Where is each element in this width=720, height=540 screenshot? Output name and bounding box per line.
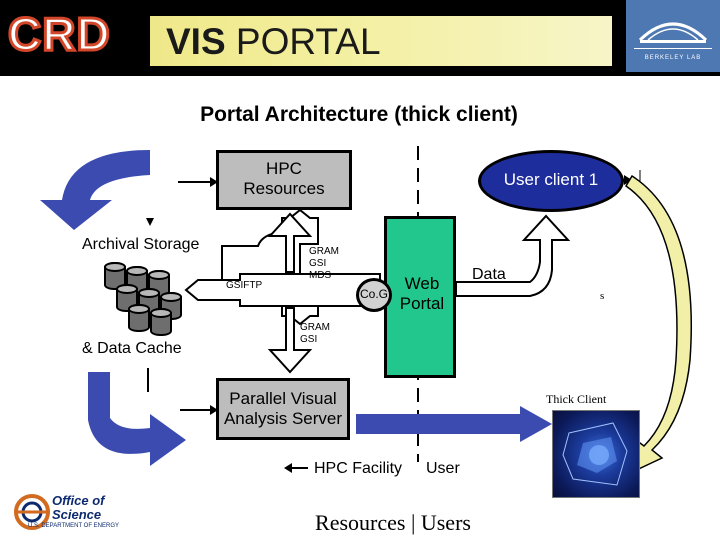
- vis-portal-banner: [150, 16, 612, 66]
- gsiftp-arrow: [184, 273, 381, 307]
- berkeley-lab-logo-icon: [626, 0, 720, 72]
- mds-top: MDS: [309, 270, 332, 281]
- gsi-bottom: GSI: [300, 334, 318, 345]
- vis-suffix: PORTAL: [235, 21, 381, 62]
- crd-logo: CRD: [7, 7, 112, 62]
- curved-blue-arrow-icon: [40, 150, 150, 230]
- hpc-label-line2: Resources: [243, 179, 325, 198]
- thick-client-label: Thick Client: [546, 392, 607, 406]
- cog-oval: [356, 278, 392, 312]
- gram-bottom: GRAM: [300, 322, 330, 333]
- gsi-top: GSI: [309, 258, 327, 269]
- berkeley-lab-text: BERKELEY LAB: [644, 55, 702, 61]
- web-portal-line2: Portal: [399, 294, 445, 313]
- doe-subtitle: U.S. DEPARTMENT OF ENERGY: [28, 523, 120, 529]
- gram-up-arrow: [267, 212, 313, 273]
- gram-top: GRAM: [309, 246, 339, 257]
- data-cache-label: & Data Cache: [82, 340, 182, 357]
- data-label: Data: [472, 266, 506, 283]
- hpc-label-line1: HPC: [266, 159, 302, 178]
- page-title: Portal Architecture (thick client): [200, 103, 518, 126]
- footer-caption: Resources | Users: [315, 510, 471, 535]
- user-client-oval: [478, 150, 624, 212]
- doe-line1: Office of: [52, 493, 105, 508]
- user-label: User: [426, 460, 460, 477]
- web-portal-label: Web Portal: [384, 274, 460, 314]
- thick-client-visualization-image: [552, 410, 640, 498]
- hpc-resources-box: HPC Resources: [216, 150, 352, 210]
- web-portal-line1: Web: [404, 274, 440, 293]
- stray-mark: s: [600, 290, 605, 302]
- gram-gsi-label: GRAM GSI: [300, 322, 330, 346]
- vis-prefix: VIS: [166, 21, 226, 62]
- cog-label: Co.G: [359, 287, 388, 301]
- data-arrow: [455, 214, 571, 297]
- gsiftp-label: GSIFTP: [226, 280, 263, 291]
- doe-office-text: Office of Science: [52, 494, 105, 522]
- archival-storage-label: Archival Storage: [82, 236, 200, 253]
- gram-down-arrow: [267, 307, 313, 374]
- pvas-to-client-arrow: [356, 406, 552, 442]
- doe-logo-icon: [12, 492, 124, 532]
- pvas-label-line1: Parallel Visual: [229, 389, 337, 408]
- vis-portal-title: VIS PORTAL: [166, 20, 381, 64]
- data-cylinder-icon: [104, 262, 194, 336]
- user-client-label: User client 1: [503, 170, 599, 189]
- doe-line2: Science: [52, 507, 102, 522]
- pvas-label-line2: Analysis Server: [223, 409, 343, 428]
- curved-blue-arrow-icon: [88, 372, 186, 466]
- hpc-facility-label: HPC Facility: [314, 460, 403, 477]
- pvas-box: Parallel Visual Analysis Server: [216, 378, 350, 440]
- gram-gsi-mds-label: GRAM GSI MDS: [309, 246, 339, 282]
